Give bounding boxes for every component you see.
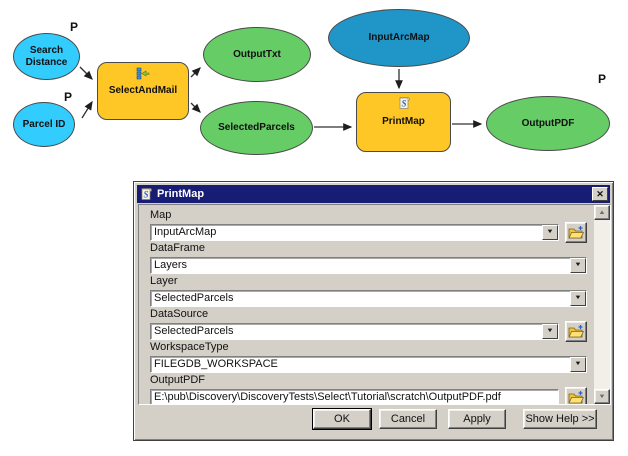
node-search-distance[interactable]: Search Distance — [13, 33, 80, 80]
chevron-down-icon: ▼ — [574, 295, 582, 301]
script-tool-icon: S — [141, 188, 152, 200]
node-label: PrintMap — [382, 116, 425, 128]
parameter-marker: P — [598, 72, 607, 86]
dialog-scrollbar[interactable]: ▲ ▼ — [594, 205, 610, 404]
open-folder-icon — [568, 325, 584, 338]
node-label: Search Distance — [25, 45, 68, 68]
parameter-fields: Map ▼ — [139, 205, 593, 404]
dialog-button-bar: OK Cancel Apply Show Help >> — [312, 408, 597, 430]
close-button[interactable]: ✕ — [592, 187, 608, 201]
workspacetype-combobox-input[interactable] — [151, 356, 586, 372]
svg-text:S: S — [143, 190, 148, 200]
node-label: InputArcMap — [368, 32, 430, 44]
node-label: OutputPDF — [521, 117, 575, 129]
field-layer: Layer ▼ — [150, 275, 587, 308]
close-icon: ✕ — [596, 188, 604, 199]
field-label-workspacetype: WorkspaceType — [150, 341, 229, 353]
parameter-marker: P — [70, 20, 79, 34]
chevron-down-icon: ▼ — [546, 229, 554, 235]
layer-combobox[interactable]: ▼ — [150, 289, 587, 307]
datasource-dropdown-button[interactable]: ▼ — [542, 323, 558, 339]
node-select-and-mail[interactable]: SelectAndMail — [97, 62, 189, 120]
node-label: SelectAndMail — [108, 85, 178, 97]
script-tool-icon: S — [399, 97, 410, 109]
field-map: Map ▼ — [150, 209, 587, 243]
workspacetype-dropdown-button[interactable]: ▼ — [570, 356, 586, 372]
show-help-button[interactable]: Show Help >> — [523, 409, 597, 429]
modelbuilder-canvas: Search Distance P Parcel ID P SelectAndM… — [0, 0, 628, 175]
chevron-down-icon: ▼ — [574, 361, 582, 367]
dialog-title: PrintMap — [157, 188, 205, 200]
cancel-button[interactable]: Cancel — [379, 409, 437, 429]
triangle-down-icon: ▼ — [598, 393, 606, 400]
node-output-txt[interactable]: OutputTxt — [203, 27, 311, 82]
node-label: OutputTxt — [233, 48, 281, 60]
field-label-datasource: DataSource — [150, 308, 209, 320]
field-label-outputpdf: OutputPDF — [150, 374, 206, 386]
dialog-titlebar[interactable]: S PrintMap ✕ — [137, 185, 610, 203]
outputpdf-textbox[interactable] — [150, 388, 559, 404]
node-print-map[interactable]: S PrintMap — [356, 92, 451, 152]
map-combobox[interactable]: ▼ — [150, 223, 559, 241]
chevron-down-icon: ▼ — [546, 328, 554, 334]
node-output-pdf[interactable]: OutputPDF — [486, 96, 610, 151]
node-label: Parcel ID — [22, 118, 66, 130]
parameter-panel: Map ▼ — [138, 204, 611, 405]
node-input-arcmap[interactable]: InputArcMap — [328, 9, 470, 67]
open-folder-icon — [568, 226, 584, 239]
parameter-marker: P — [64, 90, 73, 104]
chevron-down-icon: ▼ — [574, 262, 582, 268]
node-parcel-id[interactable]: Parcel ID — [13, 102, 75, 147]
layer-combobox-input[interactable] — [151, 290, 586, 306]
datasource-browse-button[interactable] — [565, 320, 587, 342]
dataframe-combobox[interactable]: ▼ — [150, 256, 587, 274]
open-folder-icon — [568, 391, 584, 404]
field-label-layer: Layer — [150, 275, 178, 287]
apply-button[interactable]: Apply — [448, 409, 506, 429]
map-dropdown-button[interactable]: ▼ — [542, 224, 558, 240]
outputpdf-input[interactable] — [151, 389, 558, 404]
model-tool-icon — [136, 67, 150, 80]
field-label-map: Map — [150, 209, 172, 221]
datasource-combobox-input[interactable] — [151, 323, 558, 339]
node-label: SelectedParcels — [218, 122, 295, 134]
node-selected-parcels[interactable]: SelectedParcels — [200, 101, 313, 155]
printmap-dialog: S PrintMap ✕ Map ▼ — [133, 181, 614, 441]
map-browse-button[interactable] — [565, 221, 587, 243]
ok-button[interactable]: OK — [312, 408, 372, 430]
field-workspacetype: WorkspaceType ▼ — [150, 341, 587, 374]
scroll-up-button[interactable]: ▲ — [594, 205, 610, 220]
map-combobox-input[interactable] — [151, 224, 558, 240]
svg-text:S: S — [401, 99, 406, 109]
outputpdf-browse-button[interactable] — [565, 386, 587, 404]
scroll-down-button[interactable]: ▼ — [594, 389, 610, 404]
field-dataframe: DataFrame ▼ — [150, 242, 587, 275]
dataframe-dropdown-button[interactable]: ▼ — [570, 257, 586, 273]
workspacetype-combobox[interactable]: ▼ — [150, 355, 587, 373]
field-datasource: DataSource ▼ — [150, 308, 587, 342]
triangle-up-icon: ▲ — [598, 209, 606, 216]
field-outputpdf: OutputPDF — [150, 374, 587, 404]
layer-dropdown-button[interactable]: ▼ — [570, 290, 586, 306]
datasource-combobox[interactable]: ▼ — [150, 322, 559, 340]
field-label-dataframe: DataFrame — [150, 242, 206, 254]
dataframe-combobox-input[interactable] — [151, 257, 586, 273]
